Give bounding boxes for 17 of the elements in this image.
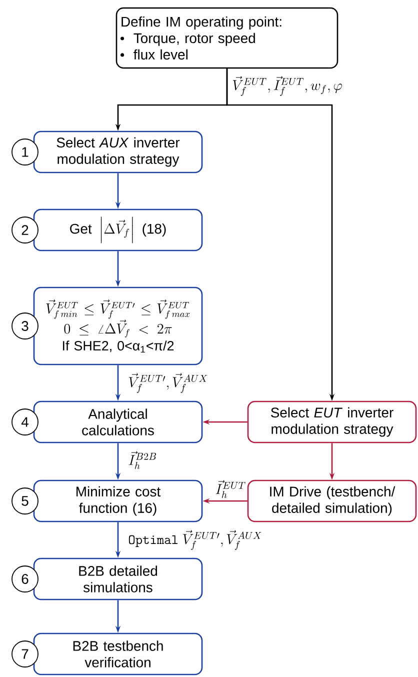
edge-label: $\vec{V}_f^{EUT},\vec{I}_f^{EUT},w_f,\varphi$ (231, 75, 344, 97)
edge-label: $\vec{I}_h^{EUT}$ (214, 479, 248, 499)
process-box: Select EUT inverter modulation strategy (247, 400, 417, 444)
step-number: 3 (12, 312, 38, 340)
process-box: Define IM operating point: Torque, rotor speed flux level (116, 7, 338, 69)
process-box: $\vec{V}_{f\,min}^{EUT}\leq\vec{V}_f^{EUT\prime}\leq\vec{V}_{f\,max}^{EUT}$ $0\leq\angle\Delta\vec{V}_f<2\pi$ If SHE2, 0<α$_{1}$<π/2 (33, 286, 203, 366)
step-number: 7 (12, 640, 38, 668)
edge-label: $\mathtt{Optimal}\ \vec{V}_f^{EUT\prime},\vec{V}_f^{AUX}$ (127, 529, 264, 551)
process-box: B2B testbench verification (33, 632, 203, 676)
step-number: 2 (12, 216, 38, 244)
edge-label: $\vec{I}_h^{B2B}$ (127, 450, 158, 470)
step-number: 6 (12, 566, 38, 592)
step-number: 4 (12, 408, 38, 436)
process-box: IM Drive (testbench/ detailed simulation) (247, 480, 417, 522)
step-number: 5 (12, 488, 38, 514)
edge-label: $\vec{V}_f^{EUT\prime},\vec{V}_f^{AUX}$ (127, 372, 210, 394)
step-number: 1 (12, 138, 38, 166)
